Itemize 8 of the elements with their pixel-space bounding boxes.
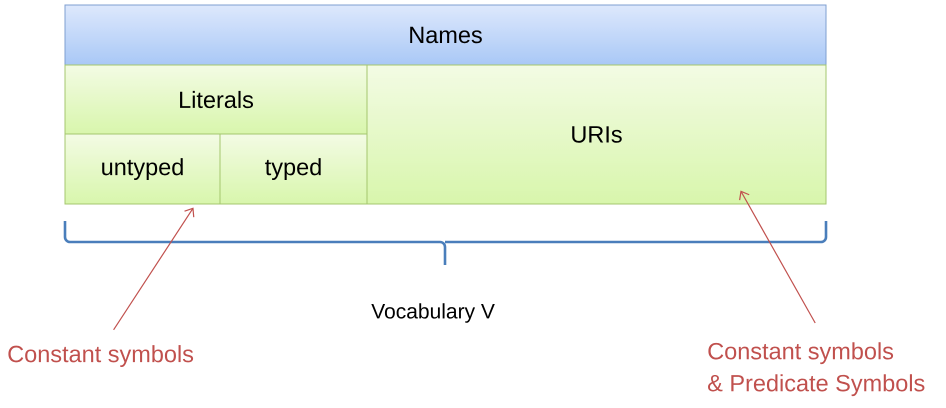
arrow [739, 190, 816, 324]
annotation-text: Constant symbols [8, 345, 194, 367]
category-box: URIs [366, 64, 826, 204]
annotation-text: Constant symbols & Predicate Symbols [708, 342, 924, 396]
brace-label: Vocabulary V [371, 303, 495, 323]
category-box: untyped [64, 134, 220, 204]
arrow [113, 208, 194, 330]
category-box: typed [220, 134, 368, 204]
